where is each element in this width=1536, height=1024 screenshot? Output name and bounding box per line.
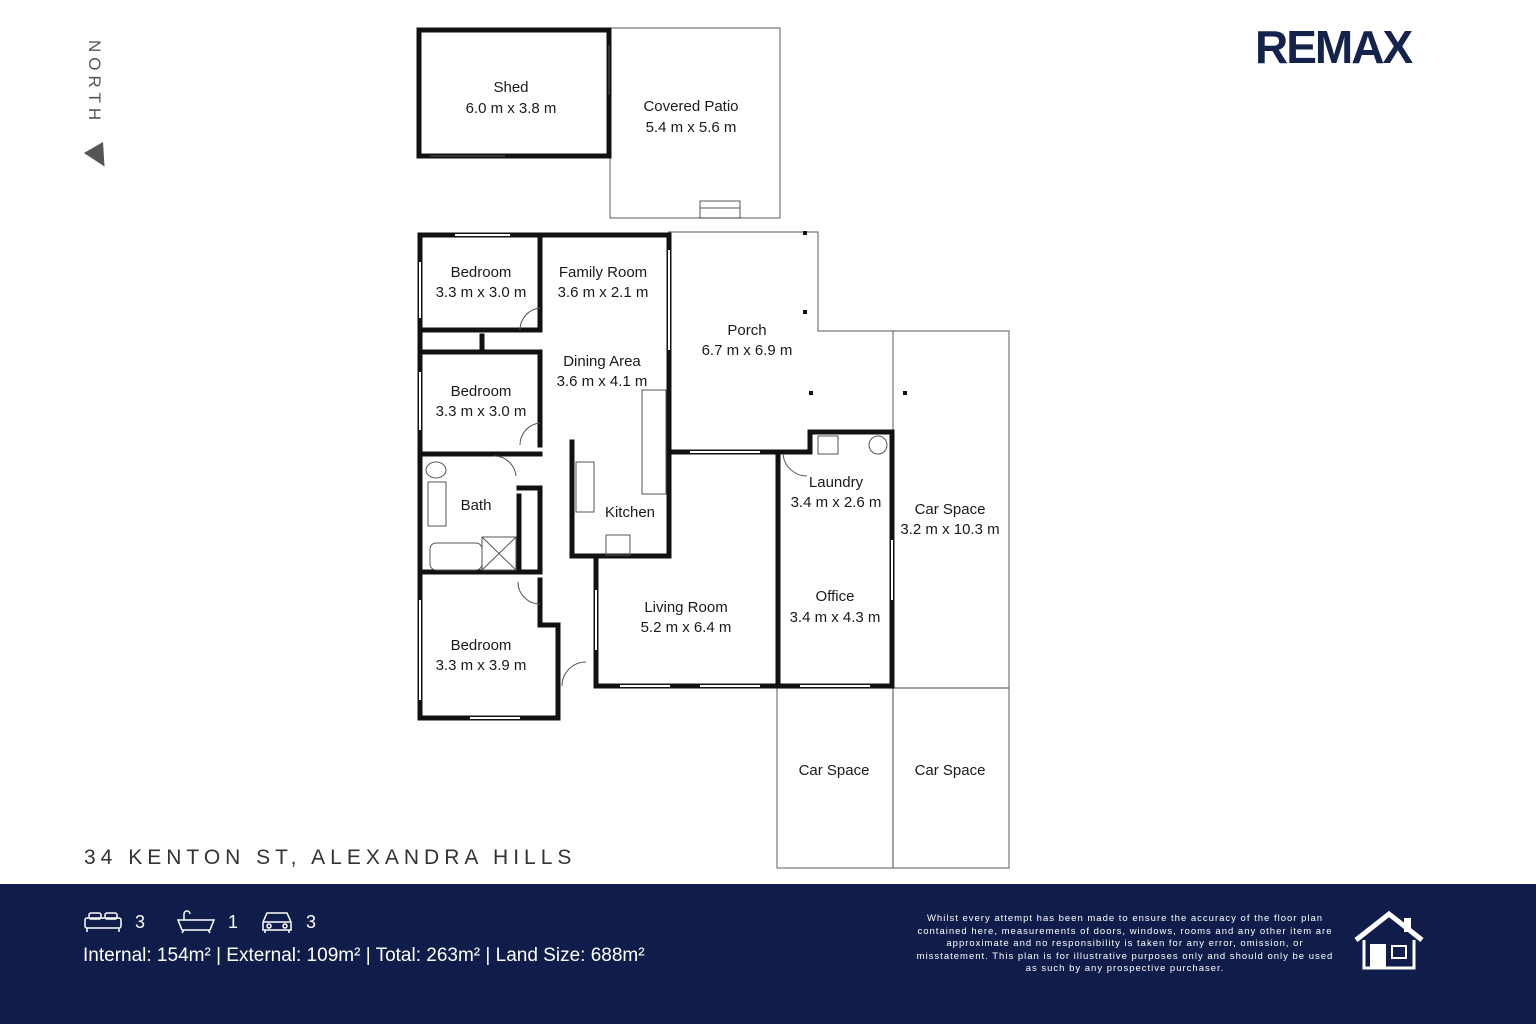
bedrooms-count: 3 (135, 911, 146, 932)
bed-icon (84, 912, 122, 932)
car-space-side-dim: 3.2 m x 10.3 m (900, 521, 999, 538)
room-bedroom-1: Bedroom 3.3 m x 3.0 m (436, 264, 527, 301)
room-car-space-front-left: Car Space (799, 762, 870, 779)
separator-1: | (216, 945, 222, 966)
internal-area: Internal: 154m² (83, 945, 211, 966)
land-size: Land Size: 688m² (495, 945, 645, 966)
property-address: 34 KENTON ST, ALEXANDRA HILLS (84, 846, 577, 869)
car-space-side-name: Car Space (915, 501, 986, 518)
living-room-name: Living Room (644, 599, 727, 616)
kitchen-name: Kitchen (605, 504, 655, 521)
external-area: External: 109m² (226, 945, 361, 966)
north-label: NORTH (85, 40, 104, 126)
bathrooms-count: 1 (228, 911, 239, 932)
room-bedroom-3: Bedroom 3.3 m x 3.9 m (436, 637, 527, 674)
house-walls (417, 232, 895, 721)
bathrooms-stat: 1 (176, 910, 238, 934)
bedrooms-stat: 3 (83, 910, 145, 934)
bedroom-2-name: Bedroom (451, 383, 512, 400)
laundry-dim: 3.4 m x 2.6 m (791, 494, 882, 511)
room-kitchen: Kitchen (605, 504, 655, 521)
porch-outline (668, 231, 907, 395)
car-spaces-count: 3 (306, 911, 317, 932)
covered-patio-dim: 5.4 m x 5.6 m (646, 119, 737, 136)
laundry-name: Laundry (809, 474, 864, 491)
total-area: Total: 263m² (375, 945, 481, 966)
dining-area-dim: 3.6 m x 4.1 m (557, 373, 648, 390)
dining-area-name: Dining Area (563, 353, 641, 370)
office-name: Office (816, 588, 855, 605)
porch-name: Porch (727, 322, 766, 339)
disclaimer-text: Whilst every attempt has been made to en… (916, 913, 1334, 974)
bedroom-1-name: Bedroom (451, 264, 512, 281)
room-laundry: Laundry 3.4 m x 2.6 m (791, 474, 882, 511)
office-dim: 3.4 m x 4.3 m (790, 609, 881, 626)
fixtures (425, 307, 888, 687)
room-shed: Shed 6.0 m x 3.8 m (466, 79, 557, 117)
separator-2: | (365, 945, 371, 966)
room-office: Office 3.4 m x 4.3 m (790, 588, 881, 626)
room-bedroom-2: Bedroom 3.3 m x 3.0 m (436, 383, 527, 420)
room-living-room: Living Room 5.2 m x 6.4 m (641, 599, 732, 636)
bedroom-2-dim: 3.3 m x 3.0 m (436, 403, 527, 420)
room-covered-patio: Covered Patio 5.4 m x 5.6 m (643, 98, 738, 136)
car-spaces-stat: 3 (260, 910, 316, 934)
north-compass: NORTH (83, 40, 115, 175)
covered-patio-name: Covered Patio (643, 98, 738, 115)
bath-name: Bath (461, 497, 492, 514)
footer-bar: 3 1 3 Internal: 154m² | External: 109m² … (0, 884, 1536, 1024)
room-bath: Bath (461, 497, 492, 514)
house-icon (1354, 910, 1424, 970)
bathtub-icon (176, 910, 216, 934)
separator-3: | (485, 945, 491, 966)
shed-name: Shed (493, 79, 528, 96)
remax-logo: REMAX (1255, 21, 1413, 73)
car-space-front-right-name: Car Space (915, 762, 986, 779)
room-car-space-side: Car Space 3.2 m x 10.3 m (900, 501, 999, 538)
bedroom-3-dim: 3.3 m x 3.9 m (436, 657, 527, 674)
family-room-name: Family Room (559, 264, 647, 281)
car-space-front-left-name: Car Space (799, 762, 870, 779)
floor-plan: Shed 6.0 m x 3.8 m Covered Patio 5.4 m x… (416, 27, 1010, 869)
family-room-dim: 3.6 m x 2.1 m (558, 284, 649, 301)
room-porch: Porch 6.7 m x 6.9 m (702, 322, 793, 359)
room-family-room: Family Room 3.6 m x 2.1 m (558, 264, 649, 301)
living-room-dim: 5.2 m x 6.4 m (641, 619, 732, 636)
area-summary: Internal: 154m² | External: 109m² | Tota… (83, 945, 645, 967)
shed-dim: 6.0 m x 3.8 m (466, 100, 557, 117)
shed-walls (416, 27, 612, 159)
room-car-space-front-right: Car Space (915, 762, 986, 779)
bedroom-3-name: Bedroom (451, 637, 512, 654)
car-space-front-right-outline (892, 687, 1010, 869)
room-dining-area: Dining Area 3.6 m x 4.1 m (557, 353, 648, 390)
bedroom-1-dim: 3.3 m x 3.0 m (436, 284, 527, 301)
car-icon (262, 912, 292, 933)
porch-dim: 6.7 m x 6.9 m (702, 342, 793, 359)
